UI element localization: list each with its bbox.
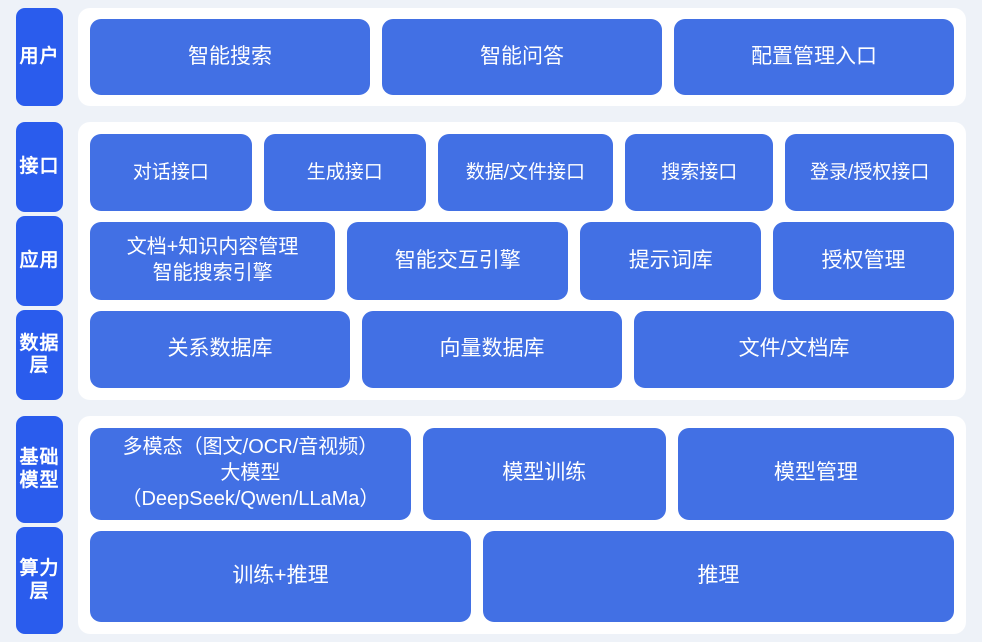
node-intelligent-interaction-engine[interactable]: 智能交互引擎 [347, 222, 569, 300]
node-relational-database[interactable]: 关系数据库 [90, 310, 350, 388]
node-dialog-interface[interactable]: 对话接口 [90, 134, 252, 212]
section-core: 接口 应用 数据层 对话接口 生成接口 数据/文件接口 搜索接口 登录/授权接口… [16, 122, 966, 400]
node-model-training[interactable]: 模型训练 [422, 428, 666, 520]
layer-tab-user[interactable]: 用户 [16, 8, 63, 106]
node-intelligent-search[interactable]: 智能搜索 [90, 19, 370, 95]
panel-core: 对话接口 生成接口 数据/文件接口 搜索接口 登录/授权接口 文档+知识内容管理… [78, 122, 966, 400]
node-authorization-management[interactable]: 授权管理 [773, 222, 954, 300]
node-config-management-entry[interactable]: 配置管理入口 [674, 19, 954, 95]
node-inference[interactable]: 推理 [482, 530, 954, 622]
node-multimodal-large-model[interactable]: 多模态（图文/OCR/音视频） 大模型（DeepSeek/Qwen/LLaMa） [90, 428, 411, 520]
node-row-application: 文档+知识内容管理 智能搜索引擎 智能交互引擎 提示词库 授权管理 [90, 222, 954, 300]
layer-tab-foundation-model[interactable]: 基础模型 [16, 416, 63, 523]
node-row-data: 关系数据库 向量数据库 文件/文档库 [90, 310, 954, 388]
layer-tab-group-user: 用户 [16, 8, 63, 106]
section-user: 用户 智能搜索 智能问答 配置管理入口 [16, 8, 966, 106]
node-data-file-interface[interactable]: 数据/文件接口 [437, 134, 614, 212]
node-row-foundation-model: 多模态（图文/OCR/音视频） 大模型（DeepSeek/Qwen/LLaMa）… [90, 428, 954, 520]
layer-tab-group-core: 接口 应用 数据层 [16, 122, 63, 400]
node-row-compute: 训练+推理 推理 [90, 530, 954, 622]
node-row-user: 智能搜索 智能问答 配置管理入口 [90, 19, 954, 95]
node-search-interface[interactable]: 搜索接口 [625, 134, 774, 212]
node-file-document-repository[interactable]: 文件/文档库 [634, 310, 954, 388]
node-generation-interface[interactable]: 生成接口 [263, 134, 426, 212]
node-doc-knowledge-management[interactable]: 文档+知识内容管理 智能搜索引擎 [90, 222, 336, 300]
node-prompt-library[interactable]: 提示词库 [580, 222, 762, 300]
node-model-management[interactable]: 模型管理 [677, 428, 954, 520]
node-login-auth-interface[interactable]: 登录/授权接口 [785, 134, 954, 212]
node-row-interface: 对话接口 生成接口 数据/文件接口 搜索接口 登录/授权接口 [90, 134, 954, 212]
panel-user: 智能搜索 智能问答 配置管理入口 [78, 8, 966, 106]
panel-foundation: 多模态（图文/OCR/音视频） 大模型（DeepSeek/Qwen/LLaMa）… [78, 416, 966, 634]
node-training-inference[interactable]: 训练+推理 [90, 530, 471, 622]
layer-tab-interface[interactable]: 接口 [16, 122, 63, 212]
node-intelligent-qa[interactable]: 智能问答 [382, 19, 662, 95]
layer-tab-group-foundation: 基础模型 算力层 [16, 416, 63, 634]
layer-tab-data[interactable]: 数据层 [16, 310, 63, 400]
layer-tab-compute[interactable]: 算力层 [16, 527, 63, 634]
section-foundation: 基础模型 算力层 多模态（图文/OCR/音视频） 大模型（DeepSeek/Qw… [16, 416, 966, 634]
layer-tab-application[interactable]: 应用 [16, 216, 63, 306]
node-vector-database[interactable]: 向量数据库 [362, 310, 622, 388]
